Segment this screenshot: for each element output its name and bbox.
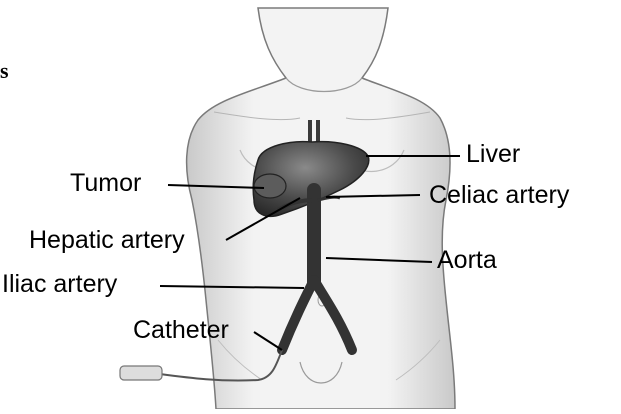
label-hepatic-artery: Hepatic artery — [29, 228, 185, 253]
tumor-mass — [254, 174, 286, 198]
cropped-text-fragment: s — [0, 60, 9, 82]
label-celiac-artery: Celiac artery — [429, 183, 569, 208]
label-tumor: Tumor — [70, 171, 141, 196]
label-liver: Liver — [466, 142, 520, 167]
label-aorta: Aorta — [437, 248, 497, 273]
label-iliac-artery: Iliac artery — [2, 272, 117, 297]
label-catheter: Catheter — [133, 318, 229, 343]
catheter-hub — [120, 366, 162, 380]
